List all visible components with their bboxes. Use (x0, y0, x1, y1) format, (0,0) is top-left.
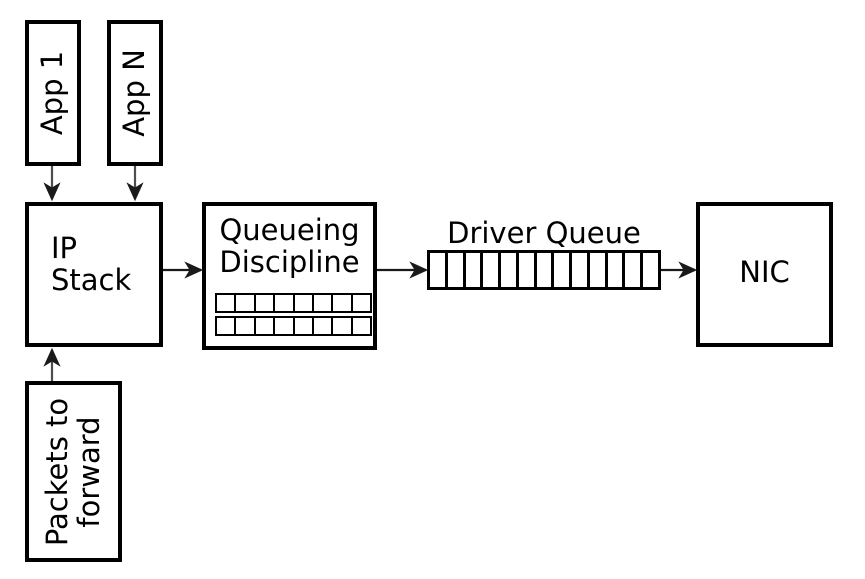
node-ip-stack-label: IP Stack (51, 231, 132, 298)
qdisc-cell (353, 295, 372, 311)
qdisc-cell (314, 318, 334, 334)
qdisc-cell (217, 295, 237, 311)
driver-queue-cell (554, 253, 573, 287)
qdisc-cell (217, 318, 237, 334)
driver-queue-cell (643, 253, 661, 287)
qdisc-cell (236, 318, 256, 334)
node-queueing-discipline-label: Queueing Discipline (219, 213, 360, 280)
qdisc-cell-row (215, 316, 372, 336)
qdisc-packet-cells (215, 293, 372, 336)
qdisc-cell (295, 295, 314, 311)
qdisc-cell (236, 295, 256, 311)
qdisc-cell (353, 318, 372, 334)
driver-queue-cells[interactable] (427, 250, 661, 290)
node-packets-to-forward-label: Packets to forward (39, 397, 106, 546)
qdisc-cell (256, 295, 276, 311)
node-queueing-discipline[interactable]: Queueing Discipline (202, 202, 377, 350)
driver-queue-cell (519, 253, 537, 287)
driver-queue-cell (625, 253, 644, 287)
driver-queue-label: Driver Queue (447, 216, 641, 250)
node-app-n[interactable]: App N (107, 20, 163, 166)
node-app-1-label: App 1 (35, 50, 70, 136)
driver-queue-cell (537, 253, 555, 287)
node-ip-stack[interactable]: IP Stack (25, 202, 163, 347)
driver-queue-cell (608, 253, 626, 287)
qdisc-cell (295, 318, 314, 334)
driver-queue-cell (590, 253, 608, 287)
driver-queue-cell (501, 253, 519, 287)
driver-queue-cell (448, 253, 466, 287)
node-app-1[interactable]: App 1 (25, 20, 81, 166)
qdisc-cell (333, 318, 353, 334)
qdisc-cell (256, 318, 276, 334)
qdisc-cell (275, 295, 295, 311)
qdisc-cell (275, 318, 295, 334)
node-nic[interactable]: NIC (696, 202, 833, 347)
driver-queue-cell (572, 253, 590, 287)
node-app-n-label: App N (117, 49, 152, 137)
qdisc-cell (333, 295, 353, 311)
qdisc-cell-row (215, 293, 372, 313)
node-packets-to-forward[interactable]: Packets to forward (25, 381, 122, 562)
driver-queue-cell (430, 253, 448, 287)
driver-queue-cell (483, 253, 502, 287)
qdisc-cell (314, 295, 334, 311)
node-nic-label: NIC (739, 255, 790, 289)
driver-queue-cell (466, 253, 484, 287)
